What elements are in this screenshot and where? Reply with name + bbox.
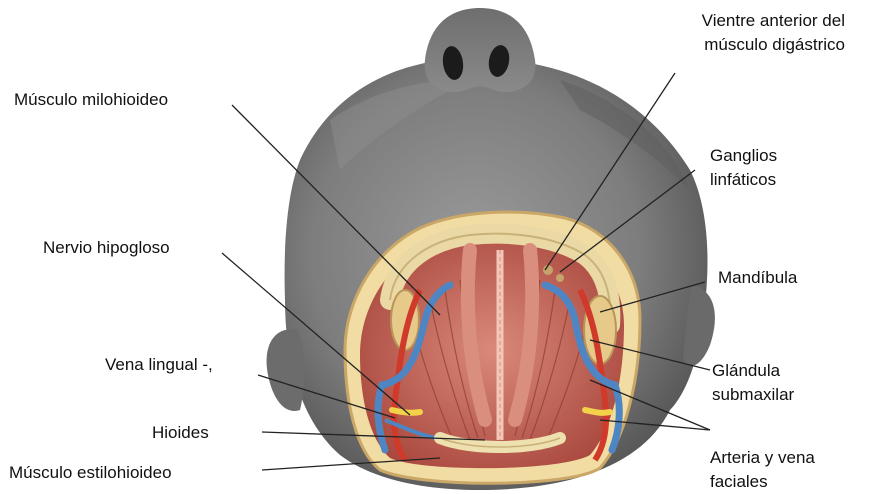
- label-nervio-hipogloso: Nervio hipogloso: [43, 236, 170, 260]
- label-mandibula: Mandíbula: [718, 266, 797, 290]
- label-musculo-estilohioideo: Músculo estilohioideo: [9, 461, 172, 485]
- label-musculo-milohioideo: Músculo milohioideo: [14, 88, 168, 112]
- label-vena-lingual: Vena lingual -,: [105, 353, 213, 377]
- nose: [425, 8, 536, 92]
- lymph-node: [556, 274, 564, 282]
- hypoglossal-nerve-right: [585, 410, 610, 413]
- label-hioides: Hioides: [152, 421, 209, 445]
